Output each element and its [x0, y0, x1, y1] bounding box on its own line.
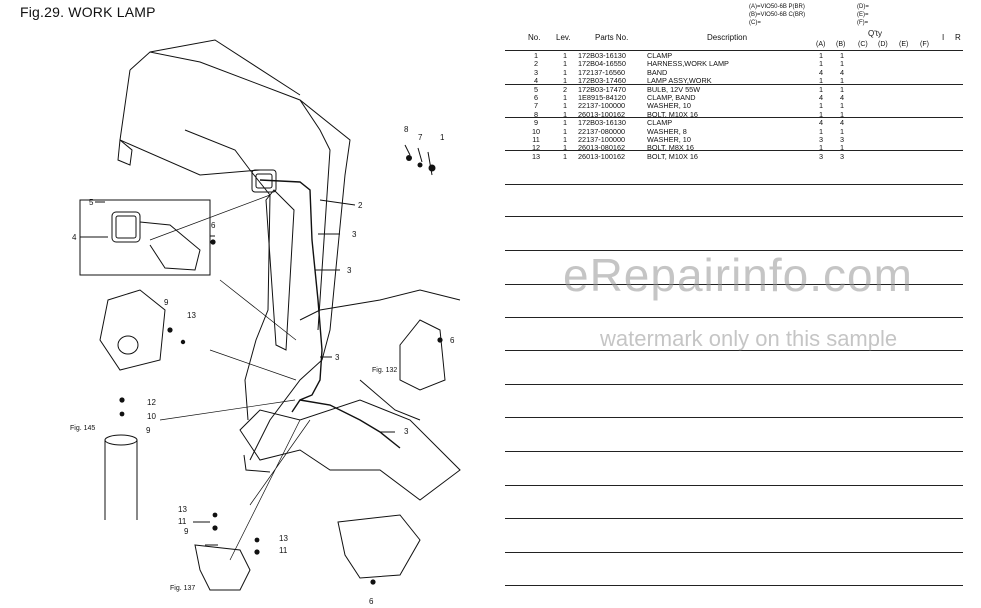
callout-3: 3: [335, 353, 340, 362]
callout-6: 6: [369, 597, 374, 606]
model-legend-left: (A)=VIO50-6B P(BR) (B)=VIO50-6B C(BR) (C…: [749, 3, 805, 27]
boom-outline: [129, 51, 351, 461]
legend-line: (E)=: [857, 12, 869, 18]
legend-line: (A)=VIO50-6B P(BR): [749, 4, 805, 10]
callout-7: 7: [418, 133, 423, 142]
figref-132[interactable]: Fig. 132: [372, 367, 397, 374]
watermark-logo: eRepairinfo.com: [563, 249, 913, 301]
figure-title: Fig.29. WORK LAMP: [20, 4, 156, 20]
harness-wire: [259, 179, 323, 413]
legend-line: (D)=: [857, 4, 869, 10]
header-col-d: (D): [878, 41, 888, 48]
table-rule: [505, 184, 963, 185]
callout-8: 8: [404, 125, 409, 134]
header-col-f: (F): [920, 41, 929, 48]
table-rule: [505, 150, 963, 151]
legend-line: (C)=: [749, 20, 761, 26]
header-col-c: (C): [858, 41, 868, 48]
header-description: Description: [707, 33, 748, 42]
table-rule: [505, 417, 963, 418]
watermark-note: watermark only on this sample: [600, 326, 898, 351]
parts-diagram: 1 2 3 3 3 3 4 5 6 6 6 7 8 9 9 9 10 11 11…: [70, 39, 461, 606]
callout-9: 9: [164, 298, 169, 307]
legend-line: (B)=VIO50-6B C(BR): [749, 12, 806, 18]
table-rule: [505, 451, 963, 452]
header-parts-no: Parts No.: [595, 33, 629, 42]
header-col-b: (B): [836, 41, 846, 48]
callout-11: 11: [178, 517, 187, 526]
callout-6: 6: [211, 221, 216, 230]
table-rule: [505, 284, 963, 285]
callout-9: 9: [146, 426, 151, 435]
figref-145[interactable]: Fig. 145: [70, 425, 95, 432]
callout-10: 10: [147, 412, 156, 421]
table-rule: [505, 84, 963, 85]
legend-line: (F)=: [857, 20, 869, 26]
header-col-e: (E): [899, 41, 909, 48]
table-rule: [505, 50, 963, 51]
header-col-a: (A): [816, 41, 826, 48]
callout-12: 12: [147, 398, 156, 407]
callout-9: 9: [184, 527, 189, 536]
header-r: R: [955, 33, 961, 42]
table-rule: [505, 216, 963, 217]
callout-3: 3: [352, 230, 357, 239]
header-qty: Q'ty: [868, 29, 882, 38]
callout-2: 2: [358, 201, 363, 210]
callout-3: 3: [347, 266, 352, 275]
lamp-on-boom: [251, 169, 277, 193]
callout-13: 13: [187, 311, 196, 320]
callout-3: 3: [404, 427, 409, 436]
callout-13: 13: [279, 534, 288, 543]
table-rule: [505, 250, 963, 251]
table-rule: [505, 518, 963, 519]
table-rule: [505, 552, 963, 553]
table-rule: [505, 485, 963, 486]
figref-137[interactable]: Fig. 137: [170, 585, 195, 592]
table-rule: [505, 384, 963, 385]
header-i: I: [942, 33, 945, 42]
callout-4: 4: [72, 233, 77, 242]
callout-6: 6: [450, 336, 455, 345]
header-lev: Lev.: [556, 33, 571, 42]
callout-5: 5: [89, 198, 94, 207]
callout-13: 13: [178, 505, 187, 514]
model-legend-right: (D)= (E)= (F)=: [857, 3, 869, 27]
table-rule: [505, 317, 963, 318]
table-rule: [505, 117, 963, 118]
header-no: No.: [528, 33, 541, 42]
callout-1: 1: [440, 133, 445, 142]
table-rule: [505, 350, 963, 351]
callout-11: 11: [279, 546, 288, 555]
table-rule: [505, 585, 963, 586]
